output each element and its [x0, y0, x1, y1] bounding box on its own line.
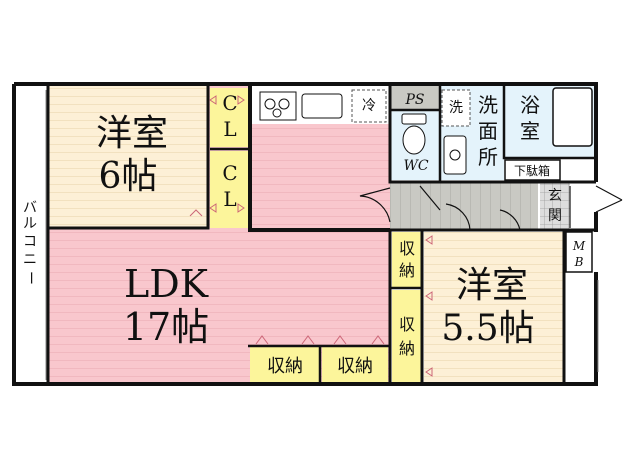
closet-cl-1 — [210, 88, 250, 147]
doors — [359, 185, 623, 231]
storage-v-2-c1: 収 — [399, 315, 415, 334]
door-markers — [189, 95, 433, 377]
cl-label-2-l: L — [223, 187, 236, 211]
hall-floor — [390, 182, 538, 230]
bath-c2: 室 — [520, 119, 540, 143]
washroom-c3: 所 — [478, 145, 498, 169]
balcony-c4: ニ — [23, 252, 37, 268]
mb-b: B — [574, 255, 584, 269]
ldk-size: 17帖 — [123, 305, 209, 349]
western6-label: 洋室 — [96, 113, 168, 154]
storage-ldk-1-label: 収納 — [267, 356, 303, 377]
mb-m: M — [572, 239, 586, 253]
washroom-c1: 洗 — [478, 93, 498, 117]
bath-c1: 浴 — [520, 93, 540, 117]
western55-floor — [424, 232, 564, 382]
ldk-label: LDK — [124, 262, 209, 306]
sink — [301, 93, 343, 119]
washer-space — [441, 89, 471, 127]
balcony-c5: ー — [22, 271, 38, 285]
cl-label-1-l: L — [223, 117, 236, 141]
washer-label: 洗 — [449, 100, 463, 116]
storage-ldk-2 — [322, 346, 388, 382]
balcony-c1: バ — [23, 200, 37, 216]
ps-label: PS — [404, 92, 424, 108]
genkan-floor — [540, 182, 570, 230]
genkan-c1: 玄 — [548, 187, 562, 204]
closet-cl-2 — [210, 151, 250, 228]
stove — [259, 91, 297, 121]
storage-ldk-1 — [250, 346, 320, 382]
walls — [12, 82, 598, 386]
balcony-strip — [14, 86, 46, 382]
washbasin-icon — [443, 135, 467, 175]
storage-ldk-2-label: 収納 — [337, 356, 373, 377]
balcony-c2: ル — [23, 216, 37, 232]
kitchen — [259, 89, 387, 123]
genkan-c2: 関 — [548, 208, 562, 224]
toilet-icon — [401, 113, 427, 155]
western55-size: 5.5帖 — [441, 308, 534, 349]
fridge-space — [351, 89, 387, 123]
storage-v-2-c2: 納 — [399, 339, 415, 358]
bath-tub-area — [552, 87, 593, 147]
western55-label: 洋室 — [456, 265, 528, 306]
cl-label-2-c: C — [222, 161, 237, 185]
western6-size: 6帖 — [99, 156, 158, 197]
cl-label-1-c: C — [222, 91, 237, 115]
wc-label: WC — [403, 158, 428, 174]
fridge-label: 冷 — [362, 98, 376, 114]
getabako-box — [504, 159, 561, 181]
balcony-c3: コ — [23, 234, 37, 250]
storage-v-1 — [392, 232, 422, 288]
storage-v-1-c2: 納 — [399, 261, 415, 280]
mb-box — [565, 231, 593, 273]
storage-v-1-c1: 収 — [399, 239, 415, 258]
getabako-label: 下駄箱 — [514, 163, 550, 178]
western6-floor — [48, 86, 208, 228]
washroom-c2: 面 — [478, 119, 498, 143]
ps-box — [390, 86, 440, 110]
storage-v-2 — [392, 290, 422, 382]
